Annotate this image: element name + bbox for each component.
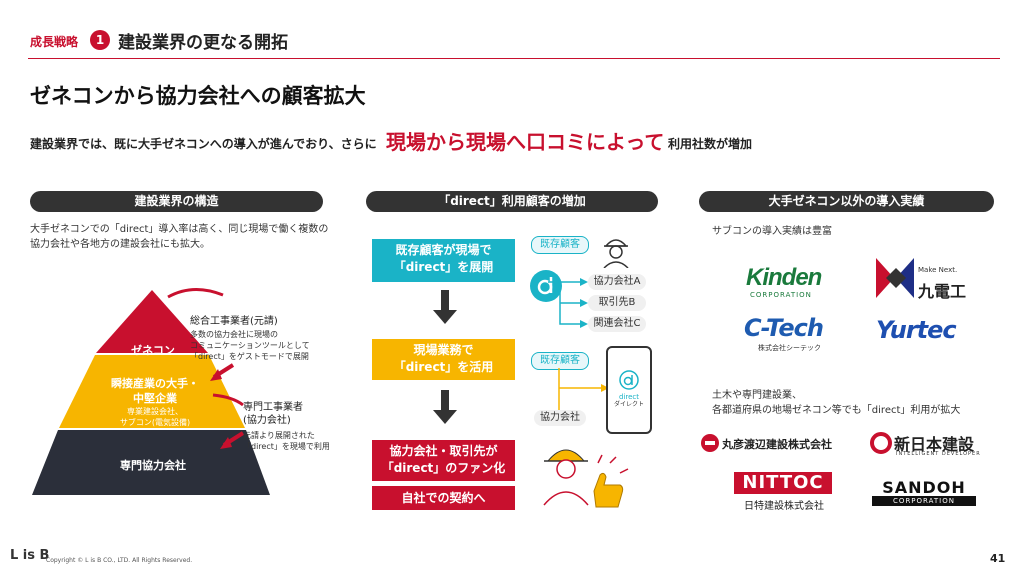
ctech-logo: C-Tech xyxy=(744,314,824,342)
kinden-logo: Kinden xyxy=(746,264,822,291)
down-arrow-2-icon xyxy=(433,390,457,424)
page-title: ゼネコンから協力会社への顧客拡大 xyxy=(30,84,366,108)
nittoc-logo: NITTOC xyxy=(734,472,832,494)
right-text-2-line-2: 各都道府県の地場ゼネコン等でも「direct」利用が拡大 xyxy=(712,405,961,416)
phone-app-label-1: direct xyxy=(618,393,639,401)
pyramid-mid-label: 瞬接産業の大手・ 中堅企業 専業建設会社、 サブコン(電気設備) xyxy=(80,376,230,428)
note1-line-3: 「direct」をゲストモードで展開 xyxy=(190,352,309,361)
general-contractor-note: 総合工事業者(元請) 多数の協力会社に現場の コミュニケーションツールとして 「… xyxy=(190,312,310,362)
kyudenko-logo: 九電工 xyxy=(918,282,967,301)
specialist-contractor-note: 専門工事業者 (協力会社) 元請より展開された 「direct」を現場で利用 xyxy=(243,401,330,452)
header-divider xyxy=(28,58,1000,59)
pyramid-mid-title-1: 瞬接産業の大手・ xyxy=(111,377,199,390)
right-intro: サブコンの導入実績は豊富 xyxy=(712,226,832,237)
existing-customer-tag-1: 既存顧客 xyxy=(531,236,589,254)
right-text-2: 土木や専門建設業、 各都道府県の地場ゼネコン等でも「direct」利用が拡大 xyxy=(712,388,960,418)
pyramid-mid-title-2: 中堅企業 xyxy=(133,392,177,405)
step-2-line-1: 現場業務で xyxy=(413,343,474,357)
pyramid-bottom-label: 専門協力会社 xyxy=(120,459,186,472)
ctech-logo-sub: 株式会社シーテック xyxy=(758,344,821,352)
kinden-logo-sub: CORPORATION xyxy=(750,291,812,299)
left-desc-line-2: 協力会社や各地方の建設会社にも拡大。 xyxy=(30,239,210,250)
center-column-header: 「direct」利用顧客の増加 xyxy=(366,191,658,212)
left-desc: 大手ゼネコンでの「direct」導入率は高く、同じ現場で働く複数の 協力会社や各… xyxy=(30,222,328,252)
industry-pyramid xyxy=(32,288,270,495)
right-column-header: 大手ゼネコン以外の導入実績 xyxy=(699,191,994,212)
sandoh-logo: SANDOH xyxy=(882,478,966,497)
yurtec-logo: Yurtec xyxy=(876,316,957,344)
flow-lines xyxy=(558,368,609,414)
lead-text-1: 建設業界では、既に大手ゼネコンへの導入が進んでおり、さらに xyxy=(30,137,377,151)
branch-c-tag: 関連会社C xyxy=(588,316,646,332)
shinnihon-logo: 新日本建設 xyxy=(894,435,975,454)
section-title: 建設業界の更なる開拓 xyxy=(118,33,288,53)
curve-arrow-2-icon xyxy=(212,393,244,407)
note2-title-2: (協力会社) xyxy=(243,415,291,426)
step-2-line-2: 「direct」を活用 xyxy=(393,360,494,374)
note1-line-2: コミュニケーションツールとして xyxy=(190,341,310,350)
shinnihon-mark-icon xyxy=(870,432,892,454)
note1-title: 総合工事業者(元請) xyxy=(190,316,278,327)
nittoc-logo-sub: 日特建設株式会社 xyxy=(744,501,824,512)
step-1-box: 既存顧客が現場で 「direct」を展開 xyxy=(372,239,515,282)
curve-arrow-1-icon xyxy=(167,288,224,299)
pyramid-mid-sub-2: サブコン(電気設備) xyxy=(119,418,191,427)
copyright-text: Copyright © L is B CO., LTD. All Rights … xyxy=(46,557,193,564)
worker-helmet-icon xyxy=(603,239,629,268)
smartphone-icon: direct ダイレクト xyxy=(606,346,652,434)
left-desc-line-1: 大手ゼネコンでの「direct」導入率は高く、同じ現場で働く複数の xyxy=(30,224,329,235)
branch-lines xyxy=(548,278,588,328)
down-arrow-1-icon xyxy=(433,290,457,324)
note2-line-1: 元請より展開された xyxy=(243,431,315,440)
step-2-box: 現場業務で 「direct」を活用 xyxy=(372,339,515,380)
left-column-header: 建設業界の構造 xyxy=(30,191,323,212)
phone-app-label: direct ダイレクト xyxy=(608,393,650,409)
step-3-line-2: 「direct」のファン化 xyxy=(381,461,506,475)
pyramid-mid-sub-1: 専業建設会社、 xyxy=(127,407,183,416)
direct-app-logo-icon xyxy=(530,270,562,302)
step-3-box: 協力会社・取引先が 「direct」のファン化 xyxy=(372,440,515,481)
step-1-line-1: 既存顧客が現場で xyxy=(395,243,492,257)
phone-app-label-2: ダイレクト xyxy=(613,401,644,408)
branch-b-tag: 取引先B xyxy=(588,295,646,311)
step-4-box: 自社での契約へ xyxy=(372,486,515,510)
section-number-badge: 1 xyxy=(90,30,110,50)
lead-highlight: 現場から現場へ口コミによって xyxy=(386,130,665,154)
worker-thumbs-up-illustration xyxy=(543,449,629,508)
note2-line-2: 「direct」を現場で利用 xyxy=(243,442,330,451)
branch-a-tag: 協力会社A xyxy=(588,274,646,290)
kyudenko-mark-icon xyxy=(876,258,914,298)
maruhiko-logo: 丸彦渡辺建設株式会社 xyxy=(722,438,832,451)
step-3-line-1: 協力会社・取引先が xyxy=(389,444,498,458)
shinnihon-logo-sub: INTELLIGENT DEVELOPER xyxy=(896,451,981,457)
kyudenko-tagline: Make Next. xyxy=(918,266,958,274)
partner-tag: 協力会社 xyxy=(534,410,586,426)
sandoh-logo-sub: CORPORATION xyxy=(872,496,976,506)
pyramid-top-label: ゼネコン xyxy=(131,344,175,357)
lead-text-2: 利用社数が増加 xyxy=(668,137,753,151)
phone-app-logo-icon xyxy=(619,370,639,390)
section-tag: 成長戦略 xyxy=(30,35,79,49)
page-number: 41 xyxy=(990,552,1006,565)
step-1-line-2: 「direct」を展開 xyxy=(393,260,494,274)
company-logo: L is B xyxy=(10,548,50,563)
existing-customer-tag-2: 既存顧客 xyxy=(531,352,589,370)
note2-title-1: 専門工事業者 xyxy=(243,402,303,413)
maruhiko-mark-icon xyxy=(701,434,719,452)
note1-line-1: 多数の協力会社に現場の xyxy=(190,330,278,339)
right-text-2-line-1: 土木や専門建設業、 xyxy=(712,390,802,401)
